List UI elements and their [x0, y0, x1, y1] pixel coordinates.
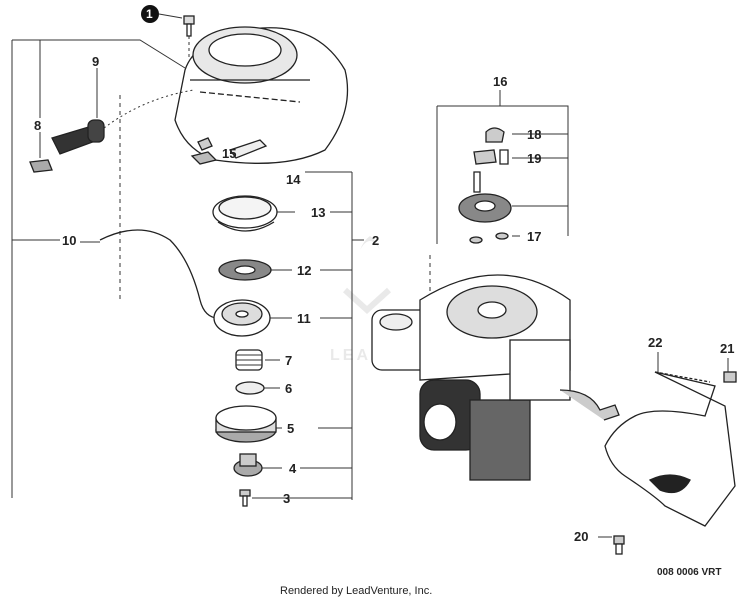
callout-19: 19: [527, 151, 541, 166]
callout-1: 1: [146, 7, 153, 21]
callout-1-marker: 1: [141, 5, 183, 23]
callout-9: 9: [92, 54, 99, 69]
spring-7: [235, 349, 263, 371]
handle-9: [51, 89, 195, 155]
recoil-cover: [174, 26, 349, 164]
callout-8: 8: [34, 118, 41, 133]
spring-12: [218, 259, 272, 281]
callout-12: 12: [297, 263, 311, 278]
callout-4: 4: [289, 461, 297, 476]
lever-18: [485, 127, 505, 143]
callout-7: 7: [285, 353, 292, 368]
callout-15: 15: [222, 146, 236, 161]
bolt-1: [183, 15, 195, 60]
screw-3: [239, 489, 251, 507]
assembly-16-bracket: [436, 90, 569, 244]
callout-14: 14: [286, 172, 301, 187]
callout-2: 2: [372, 233, 379, 248]
insert-8: [29, 159, 53, 173]
callout-18: 18: [527, 127, 541, 142]
spring-14: [190, 151, 218, 165]
callout-16: 16: [493, 74, 507, 89]
callout-22: 22: [648, 335, 662, 350]
screw-20: [598, 535, 625, 555]
callout-10: 10: [62, 233, 76, 248]
engine-assembly: [371, 255, 620, 481]
bracket-19: [473, 149, 509, 193]
left-bracket: [11, 39, 186, 498]
callout-3: 3: [283, 491, 290, 506]
callout-11: 11: [297, 311, 311, 326]
callout-6: 6: [285, 381, 292, 396]
cover-22: [604, 352, 736, 527]
callout-20: 20: [574, 529, 588, 544]
callout-5: 5: [287, 421, 294, 436]
pawl-15: [197, 137, 268, 159]
ring-6: [235, 381, 265, 395]
render-credit: Rendered by LeadVenture, Inc.: [280, 585, 433, 597]
screw-21: [723, 358, 737, 383]
callout-21: 21: [720, 341, 734, 356]
nut-4: [233, 453, 263, 477]
rope-10: [99, 229, 223, 319]
plate-assy-17: [458, 193, 512, 244]
diagram-code: 008 0006 VRT: [657, 567, 722, 578]
callout-17: 17: [527, 229, 541, 244]
ratchet-5: [215, 405, 277, 443]
pulley-11: [213, 299, 271, 337]
reel-13: [212, 195, 278, 232]
callout-13: 13: [311, 205, 325, 220]
